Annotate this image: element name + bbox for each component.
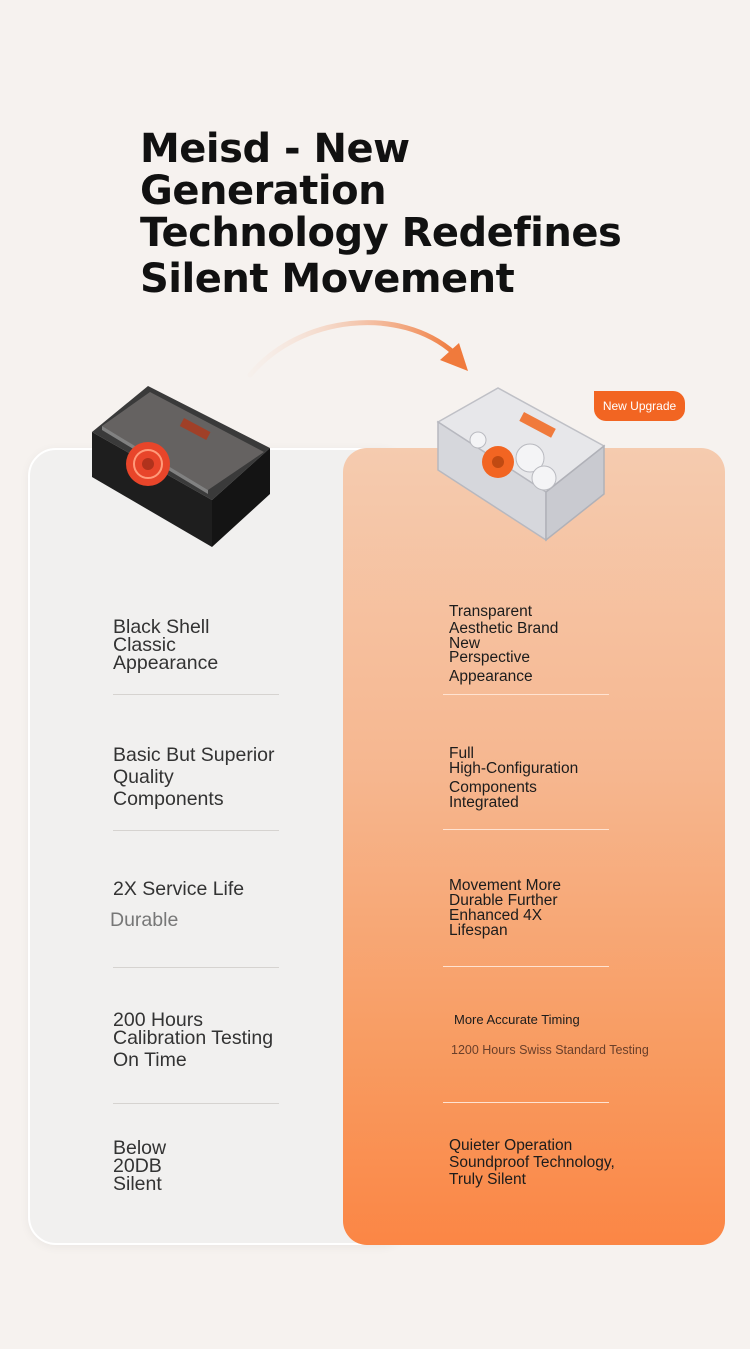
title-line-3: Silent Movement [140,256,515,302]
left-feature-1-line-3: Appearance [113,652,219,674]
title-line-2: Technology Redefines [140,210,622,256]
arrow-icon [247,320,468,378]
left-feature-4-line-2: Calibration Testing [113,1027,274,1049]
page-title: Meisd - New Generation Technology Redefi… [140,128,660,300]
right-feature-4: More Accurate Timing 1200 Hours Swiss St… [451,1012,649,1058]
right-feature-3-line-2: Durable Further [449,892,558,909]
right-feature-3-line-1: Movement More [449,877,561,894]
right-feature-2-line-2: High-Configuration [449,760,579,777]
left-feature-3-line-1: 2X Service Life [113,878,245,900]
right-feature-1-line-4: Perspective [449,649,530,666]
right-feature-5-line-3: Truly Silent [449,1171,526,1188]
left-feature-4: 200 Hours Calibration Testing On Time [113,1009,274,1071]
left-feature-1-line-2: Classic [113,634,176,656]
right-feature-1-line-3: New [449,635,481,652]
left-feature-5: Below 20DB Silent [113,1137,167,1195]
right-feature-2-line-4: Integrated [449,794,519,811]
left-divider [113,830,279,831]
right-feature-1: Transparent Aesthetic Brand New Perspect… [449,603,558,684]
left-feature-2: Basic But Superior Quality Components [113,744,275,810]
right-feature-4-sub: 1200 Hours Swiss Standard Testing [451,1043,649,1057]
left-feature-5-line-1: Below [113,1137,167,1159]
right-feature-1-line-5: Appearance [449,668,533,685]
right-feature-5-line-1: Quieter Operation [449,1137,573,1154]
right-comparison-card [343,448,725,1245]
right-feature-3-line-4: Lifespan [449,922,508,939]
right-divider [443,966,609,967]
right-feature-1-line-2: Aesthetic Brand [449,620,559,637]
left-feature-3-sub: Durable [110,909,179,931]
right-feature-2-line-1: Full [449,745,474,762]
right-feature-5: Quieter Operation Soundproof Technology,… [449,1137,615,1188]
left-divider [113,967,279,968]
transparent-clock-movement-image [436,387,606,542]
right-divider [443,694,609,695]
right-feature-1-line-1: Transparent [449,603,532,620]
right-divider [443,829,609,830]
right-divider [443,1102,609,1103]
right-feature-3: Movement More Durable Further Enhanced 4… [449,877,561,939]
left-feature-4-line-1: 200 Hours [113,1009,203,1031]
left-feature-5-line-3: Silent [113,1173,162,1195]
left-feature-1: Black Shell Classic Appearance [113,616,219,674]
left-feature-2-line-1: Basic But Superior [113,744,275,766]
left-divider [113,694,279,695]
right-feature-2-line-3: Components [449,779,537,796]
left-feature-2-line-3: Components [113,788,224,810]
left-feature-5-line-2: 20DB [113,1155,162,1177]
right-feature-3-line-3: Enhanced 4X [449,907,543,924]
right-feature-4-line-1: More Accurate Timing [454,1012,580,1027]
right-feature-5-line-2: Soundproof Technology, [449,1154,615,1171]
title-line-1: Meisd - New Generation [140,126,410,214]
left-feature-4-line-3: On Time [113,1049,187,1071]
left-divider [113,1103,279,1104]
left-feature-1-line-1: Black Shell [113,616,210,638]
left-feature-2-line-2: Quality [113,766,174,788]
left-feature-3: 2X Service Life Durable [110,878,245,931]
black-clock-movement-image [92,386,270,547]
new-upgrade-badge: New Upgrade [594,391,685,421]
right-feature-2: Full High-Configuration Components Integ… [449,745,579,811]
